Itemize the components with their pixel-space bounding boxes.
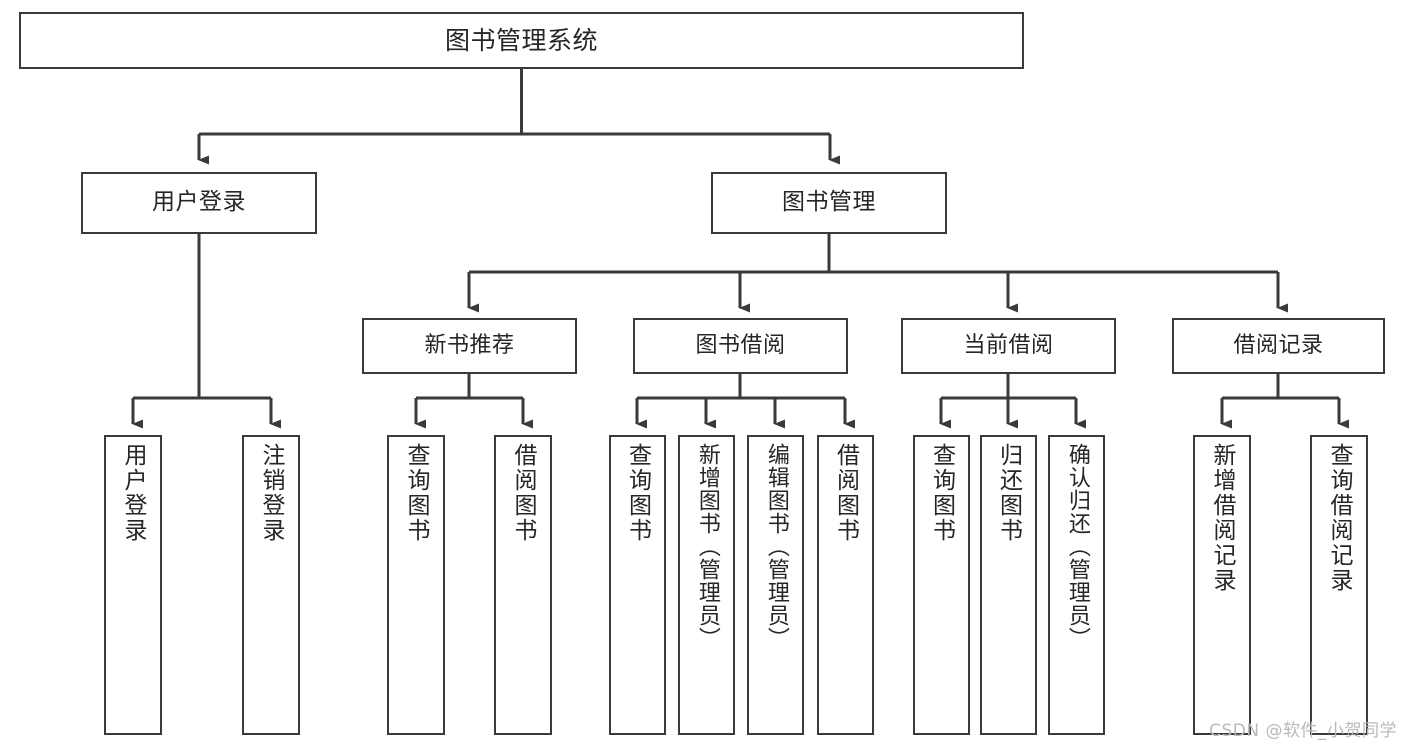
node-label: 用户登录 xyxy=(120,443,147,543)
node-label: 新增图书（管理员） xyxy=(694,443,720,650)
leaf-new-book-query[interactable]: 查询图书 xyxy=(387,435,445,735)
node-label: 用户登录 xyxy=(152,189,246,216)
leaf-current-borrow-return[interactable]: 归还图书 xyxy=(980,435,1037,735)
node-label: 图书管理 xyxy=(782,189,876,216)
node-label: 查询图书 xyxy=(624,443,651,543)
leaf-book-borrow-lend[interactable]: 借阅图书 xyxy=(817,435,874,735)
node-label: 确认归还（管理员） xyxy=(1064,443,1090,650)
node-label: 查询借阅记录 xyxy=(1326,443,1353,593)
leaf-book-borrow-add[interactable]: 新增图书（管理员） xyxy=(678,435,735,735)
leaf-current-borrow-query[interactable]: 查询图书 xyxy=(913,435,970,735)
node-label: 查询图书 xyxy=(928,443,955,543)
node-label: 借阅图书 xyxy=(510,443,537,543)
leaf-book-borrow-query[interactable]: 查询图书 xyxy=(609,435,666,735)
node-user-login[interactable]: 用户登录 xyxy=(81,172,317,234)
node-book-manage[interactable]: 图书管理 xyxy=(711,172,947,234)
node-label: 注销登录 xyxy=(258,443,285,543)
watermark-text: CSDN @软件_小贺同学 xyxy=(1209,721,1397,741)
leaf-borrow-record-add[interactable]: 新增借阅记录 xyxy=(1193,435,1251,735)
leaf-user-login-signout[interactable]: 注销登录 xyxy=(242,435,300,735)
leaf-user-login-signin[interactable]: 用户登录 xyxy=(104,435,162,735)
node-label: 图书管理系统 xyxy=(444,25,598,55)
node-new-book-recommend[interactable]: 新书推荐 xyxy=(362,318,577,374)
leaf-borrow-record-query[interactable]: 查询借阅记录 xyxy=(1310,435,1368,735)
node-book-borrow[interactable]: 图书借阅 xyxy=(633,318,848,374)
leaf-book-borrow-edit[interactable]: 编辑图书（管理员） xyxy=(747,435,804,735)
node-current-borrow[interactable]: 当前借阅 xyxy=(901,318,1116,374)
node-label: 编辑图书（管理员） xyxy=(763,443,789,650)
node-label: 新书推荐 xyxy=(424,333,515,359)
node-label: 图书借阅 xyxy=(695,333,786,359)
node-label: 借阅图书 xyxy=(832,443,859,543)
node-label: 查询图书 xyxy=(403,443,430,543)
node-label: 当前借阅 xyxy=(963,333,1054,359)
node-borrow-record[interactable]: 借阅记录 xyxy=(1172,318,1385,374)
node-label: 归还图书 xyxy=(995,443,1022,543)
leaf-current-borrow-confirm-return[interactable]: 确认归还（管理员） xyxy=(1048,435,1105,735)
node-root-system[interactable]: 图书管理系统 xyxy=(19,12,1024,69)
node-label: 新增借阅记录 xyxy=(1209,443,1236,593)
leaf-new-book-borrow[interactable]: 借阅图书 xyxy=(494,435,552,735)
node-label: 借阅记录 xyxy=(1233,333,1324,359)
